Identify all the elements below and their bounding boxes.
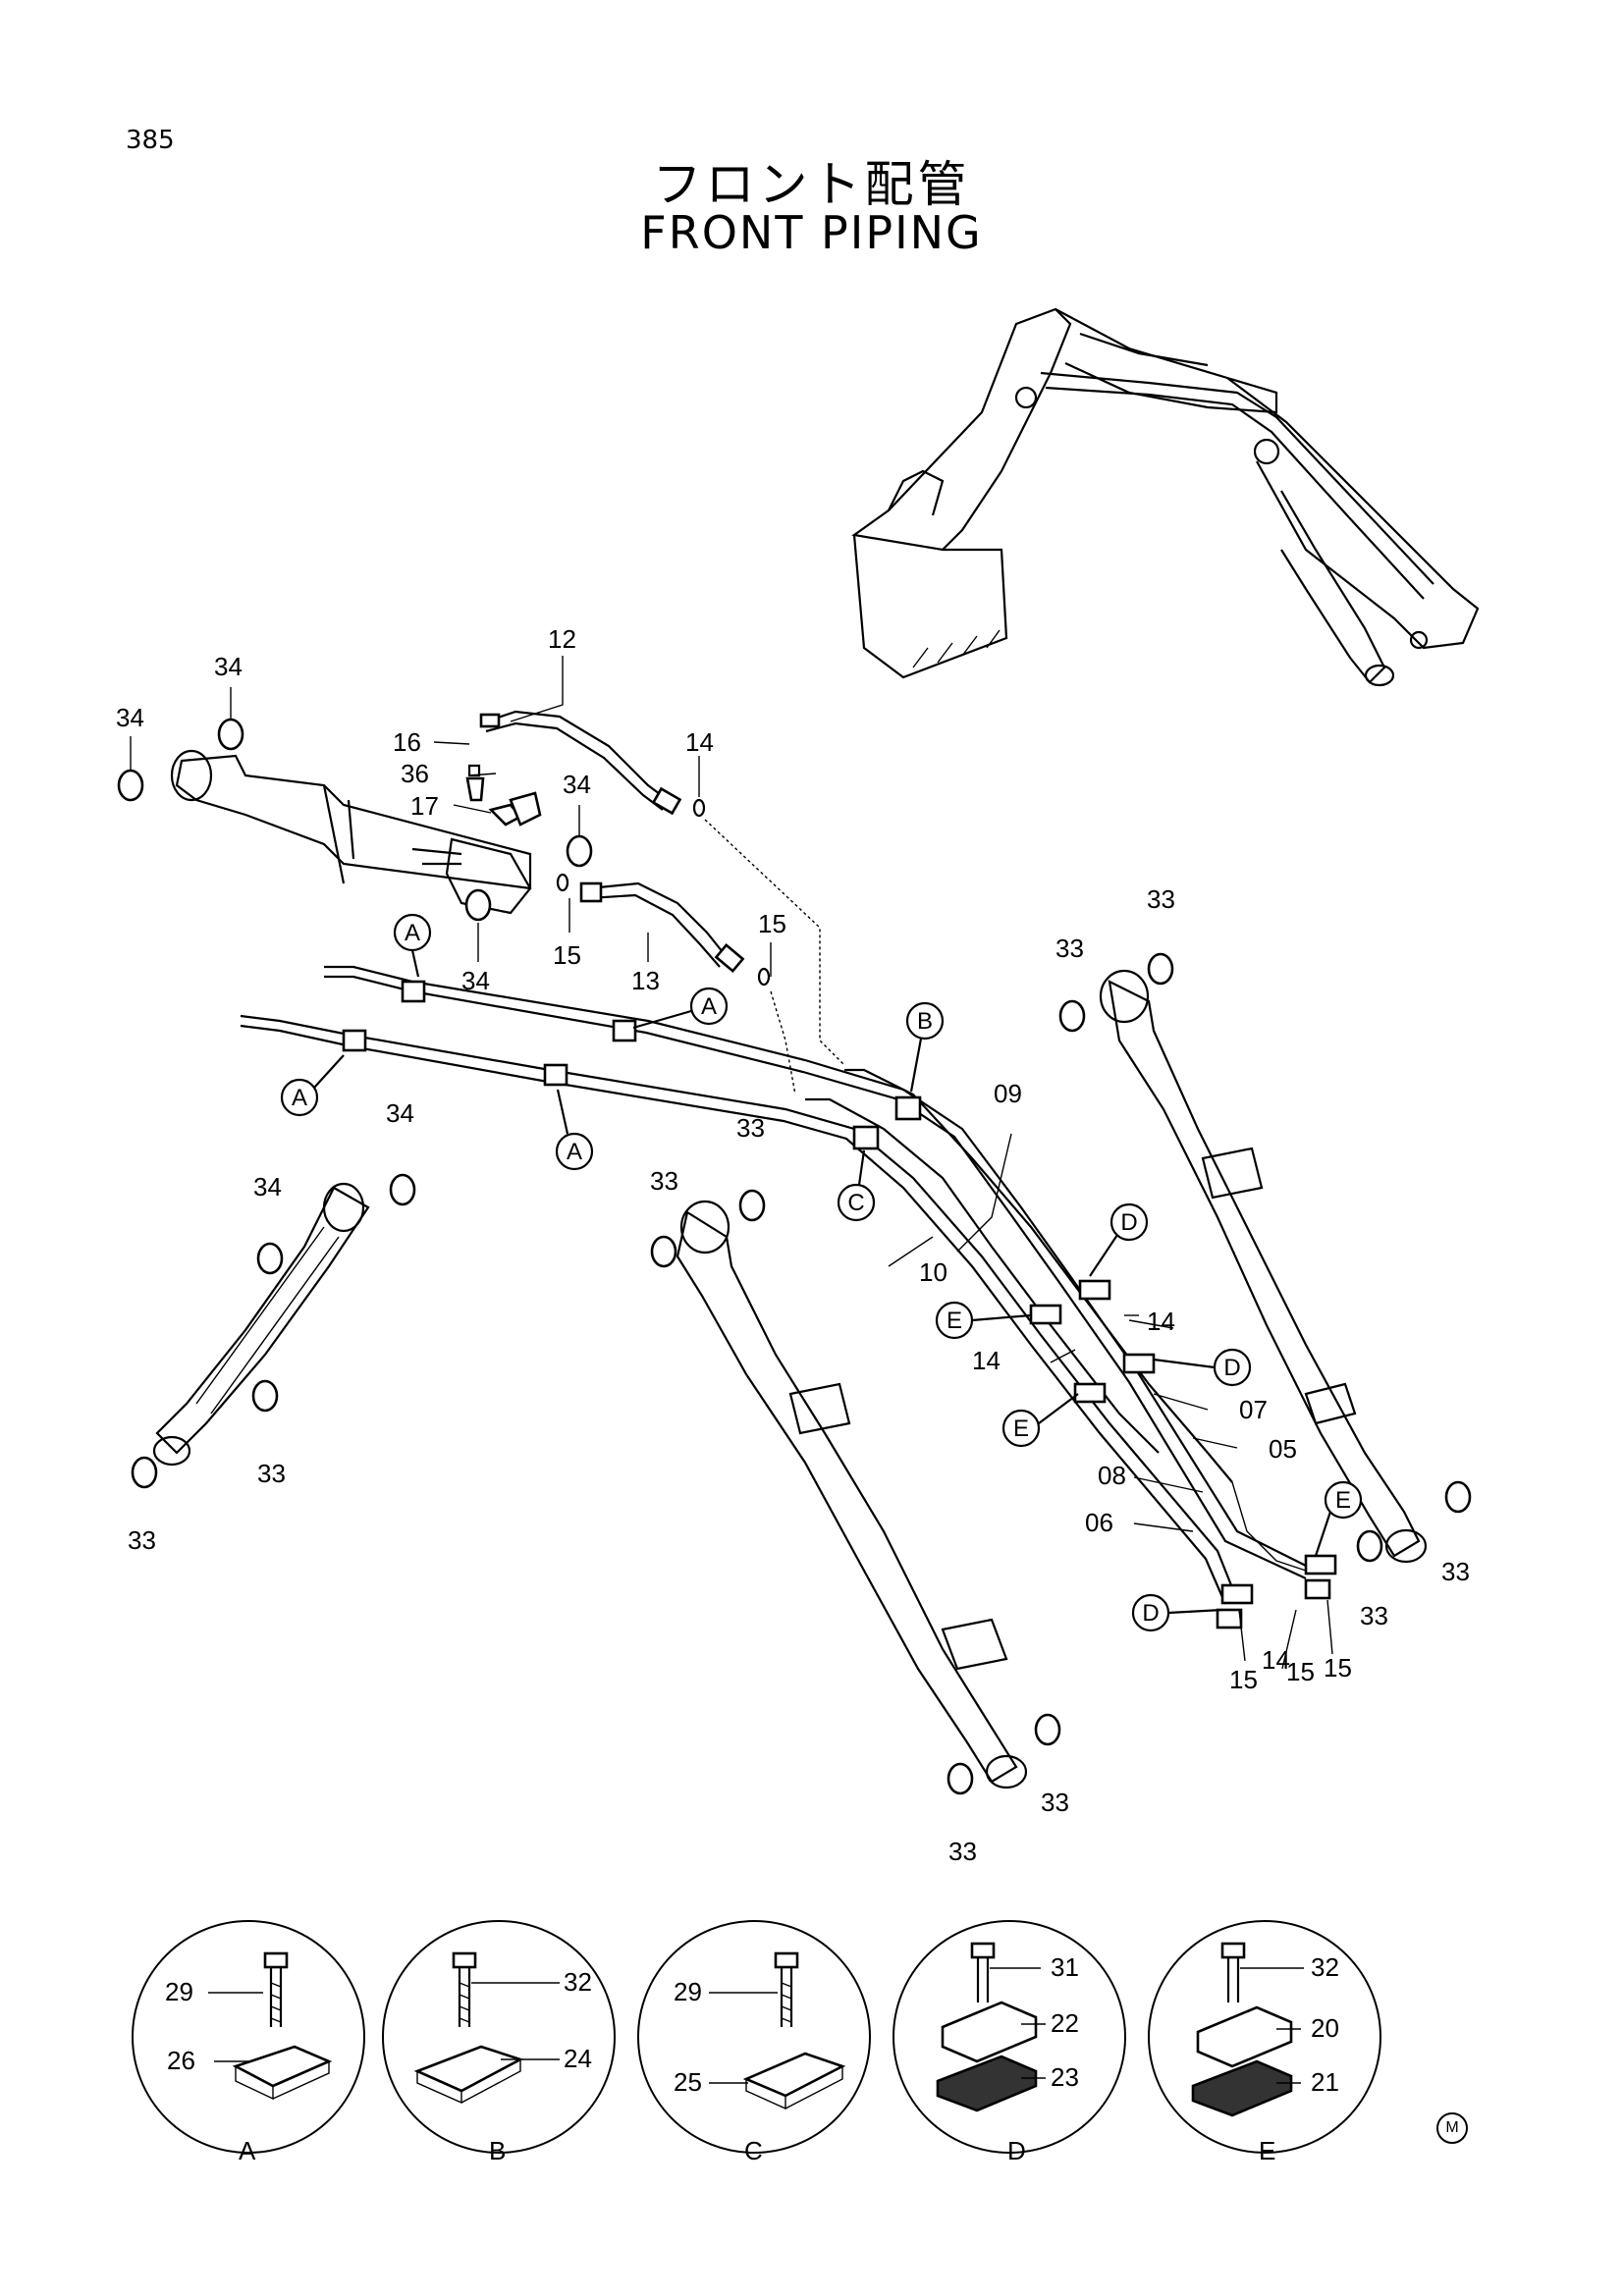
title-english: FRONT PIPING <box>640 206 983 259</box>
callout-34: 34 <box>461 966 490 995</box>
svg-text:B: B <box>917 1008 933 1035</box>
callout-33: 33 <box>736 1113 765 1143</box>
detail-d-view-letter: D <box>1007 2136 1026 2165</box>
arm-cylinder <box>170 749 532 915</box>
callout-15: 15 <box>1286 1657 1315 1686</box>
callout-13: 13 <box>631 966 660 995</box>
detail-d-bolt-number: 31 <box>1051 1952 1079 1982</box>
callout-33: 33 <box>1041 1788 1069 1817</box>
callout-15: 15 <box>553 940 581 970</box>
callout-numbers: 12 14 16 36 17 34 34 34 34 15 13 15 34 3… <box>116 624 1470 1866</box>
detail-e-upper-number: 20 <box>1311 2013 1339 2043</box>
callout-09: 09 <box>994 1079 1022 1108</box>
boom-pipes <box>240 965 1337 1629</box>
callout-34: 34 <box>116 703 144 732</box>
detail-c-view-letter: C <box>744 2136 763 2165</box>
callout-12: 12 <box>548 624 576 654</box>
view-ref-a-bubble: A <box>632 987 729 1030</box>
detail-a-clamp-number: 26 <box>167 2046 195 2075</box>
detail-e-lower-number: 21 <box>1311 2067 1339 2097</box>
svg-text:E: E <box>1013 1415 1029 1442</box>
view-bubbles: A A A A B C D <box>280 913 1363 1632</box>
callout-15: 15 <box>758 909 786 938</box>
callout-33: 33 <box>948 1837 977 1866</box>
callout-14: 14 <box>1147 1307 1175 1336</box>
svg-text:D: D <box>1142 1600 1159 1627</box>
callout-33: 33 <box>1147 884 1175 914</box>
view-ref-e-bubble: E <box>1001 1393 1079 1448</box>
leader-lines <box>130 656 1333 1670</box>
svg-text:A: A <box>405 920 420 946</box>
small-parts <box>465 764 771 987</box>
detail-e-view-letter: E <box>1259 2136 1275 2165</box>
detail-a-bolt-number: 29 <box>165 1977 193 2006</box>
detail-b-bolt-number: 32 <box>564 1967 592 1997</box>
title-japanese: フロント配管 <box>652 156 971 213</box>
view-ref-d-bubble: D <box>1153 1348 1252 1387</box>
svg-text:E: E <box>947 1308 962 1334</box>
view-ref-a-bubble: A <box>555 1089 594 1171</box>
detail-view-a: 29 26 A <box>132 1920 365 2165</box>
bucket-cylinder <box>152 1182 370 1467</box>
callout-34: 34 <box>214 652 243 681</box>
detail-b-view-letter: B <box>489 2136 506 2165</box>
boom-cylinder-centre <box>676 1200 1028 1789</box>
callout-10: 10 <box>919 1257 947 1287</box>
view-ref-a-bubble: A <box>393 913 432 978</box>
callout-36: 36 <box>401 759 429 788</box>
callout-15: 15 <box>1324 1653 1352 1682</box>
view-ref-d-bubble: D <box>1131 1593 1223 1632</box>
svg-text:C: C <box>847 1190 864 1216</box>
detail-d-lower-number: 23 <box>1051 2062 1079 2092</box>
svg-text:D: D <box>1223 1355 1240 1381</box>
callout-33: 33 <box>257 1459 286 1488</box>
detail-view-c: 29 25 C <box>637 1920 871 2165</box>
page-number: 385 <box>126 126 175 155</box>
callout-06: 06 <box>1085 1508 1113 1537</box>
callout-15: 15 <box>1229 1665 1258 1694</box>
callout-34: 34 <box>563 770 591 799</box>
boom-cylinder-right <box>1099 969 1428 1564</box>
callout-05: 05 <box>1269 1434 1297 1464</box>
view-ref-d-bubble: D <box>1089 1202 1149 1277</box>
detail-c-clamp-number: 25 <box>674 2067 702 2097</box>
callout-14: 14 <box>685 727 714 757</box>
washers <box>117 718 1472 1795</box>
detail-view-d: 31 22 23 D <box>893 1920 1126 2165</box>
callout-17: 17 <box>410 791 439 821</box>
callout-33: 33 <box>1055 934 1084 963</box>
svg-text:A: A <box>567 1139 582 1165</box>
callout-33: 33 <box>1360 1601 1388 1630</box>
callout-34: 34 <box>253 1172 282 1201</box>
view-ref-e-bubble: E <box>1314 1480 1363 1557</box>
detail-c-bolt-number: 29 <box>674 1977 702 2006</box>
maker-mark: M <box>1436 2112 1468 2144</box>
detail-view-b: 32 24 B <box>382 1920 616 2165</box>
view-ref-c-bubble: C <box>837 1149 876 1222</box>
detail-b-clamp-number: 24 <box>564 2044 592 2073</box>
svg-text:D: D <box>1120 1209 1137 1236</box>
view-ref-e-bubble: E <box>935 1301 1032 1340</box>
callout-34: 34 <box>386 1098 414 1128</box>
excavator-overview <box>851 307 1480 687</box>
view-ref-b-bubble: B <box>905 1001 945 1093</box>
detail-view-e: 32 20 21 E <box>1148 1920 1381 2165</box>
pipes-12-13 <box>479 710 745 974</box>
view-ref-a-bubble: A <box>280 1054 345 1117</box>
detail-a-view-letter: A <box>239 2136 256 2165</box>
detail-d-upper-number: 22 <box>1051 2008 1079 2038</box>
callout-16: 16 <box>393 727 421 757</box>
callout-08: 08 <box>1098 1461 1126 1490</box>
svg-text:A: A <box>292 1085 307 1111</box>
callout-14: 14 <box>1262 1645 1290 1675</box>
callout-07: 07 <box>1239 1395 1268 1424</box>
svg-text:A: A <box>701 993 717 1020</box>
callout-33: 33 <box>650 1166 678 1196</box>
callout-33: 33 <box>128 1525 156 1555</box>
callout-14: 14 <box>972 1346 1001 1375</box>
callout-33: 33 <box>1441 1557 1470 1586</box>
svg-text:E: E <box>1335 1487 1351 1514</box>
detail-e-bolt-number: 32 <box>1311 1952 1339 1982</box>
